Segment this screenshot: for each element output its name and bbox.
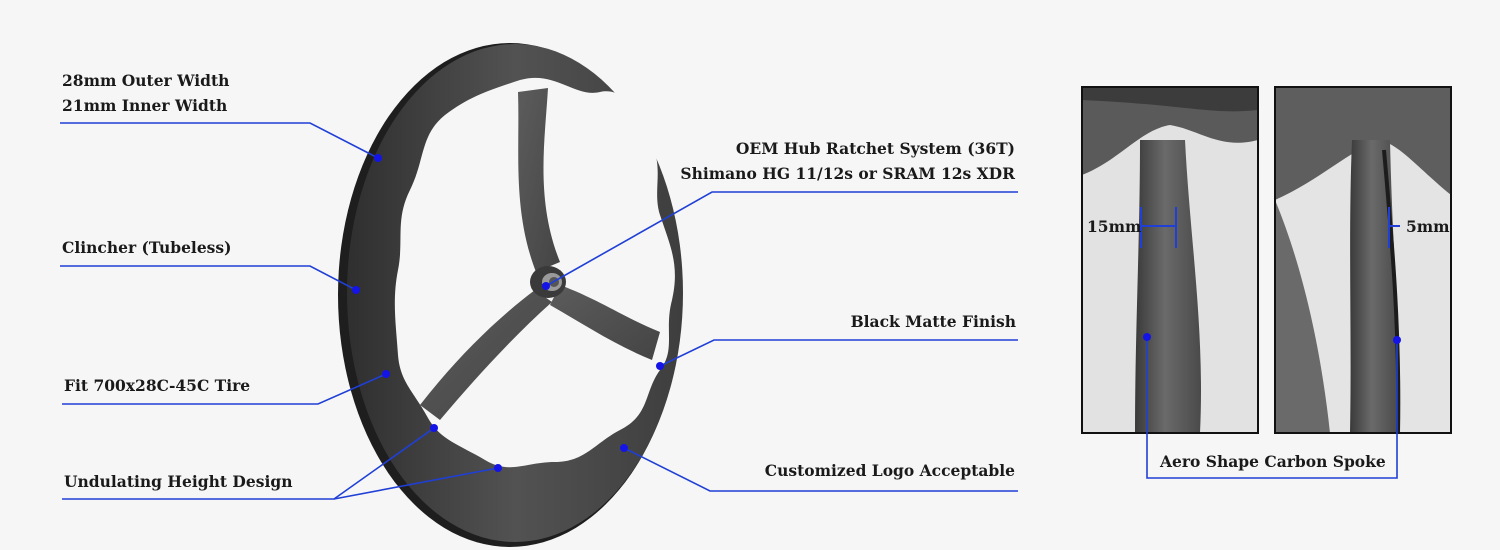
dot-finish (656, 362, 664, 370)
spoke-left (420, 290, 552, 420)
leader-hub (545, 191, 1018, 287)
label-finish: Black Matte Finish (850, 312, 1016, 331)
spoke-profile-front-panel (1081, 86, 1259, 434)
spoke-top (518, 88, 560, 272)
dot-undulating-a (430, 424, 438, 432)
label-tire-fit: Fit 700x28C-45C Tire (64, 376, 251, 395)
spoke-right (550, 285, 660, 360)
dot-spoke-side (1393, 336, 1401, 344)
dot-hub (542, 282, 550, 290)
dot-clincher (352, 286, 360, 294)
label-aero-spoke: Aero Shape Carbon Spoke (1160, 449, 1386, 474)
leader-tire (62, 373, 387, 405)
label-freehub: Shimano HG 11/12s or SRAM 12s XDR (680, 164, 1015, 183)
leader-width (60, 122, 379, 159)
label-clincher: Clincher (Tubeless) (62, 238, 232, 257)
dimension-marker-15mm (1140, 207, 1177, 248)
label-hub-ratchet: OEM Hub Ratchet System (36T) (735, 139, 1015, 158)
wheel-illustration (338, 43, 683, 547)
dimension-marker-5mm (1388, 207, 1400, 248)
leader-undulating-b (333, 467, 499, 500)
leader-spoke (1146, 337, 1398, 479)
leader-clincher (60, 265, 357, 291)
dot-spoke-front (1143, 333, 1151, 341)
spoke-profile-side-panel (1274, 86, 1452, 434)
leader-finish (659, 339, 1018, 367)
label-15mm: 15mm (1087, 217, 1142, 236)
label-logo: Customized Logo Acceptable (764, 461, 1015, 480)
label-5mm: 5mm (1406, 217, 1450, 236)
dot-tire (382, 370, 390, 378)
label-outer-width: 28mm Outer Width (62, 71, 230, 90)
label-undulating: Undulating Height Design (64, 472, 293, 491)
label-inner-width: 21mm Inner Width (62, 96, 228, 115)
dot-width (374, 154, 382, 162)
dot-logo (620, 444, 628, 452)
leader-logo (623, 447, 1018, 492)
dot-undulating-b (494, 464, 502, 472)
